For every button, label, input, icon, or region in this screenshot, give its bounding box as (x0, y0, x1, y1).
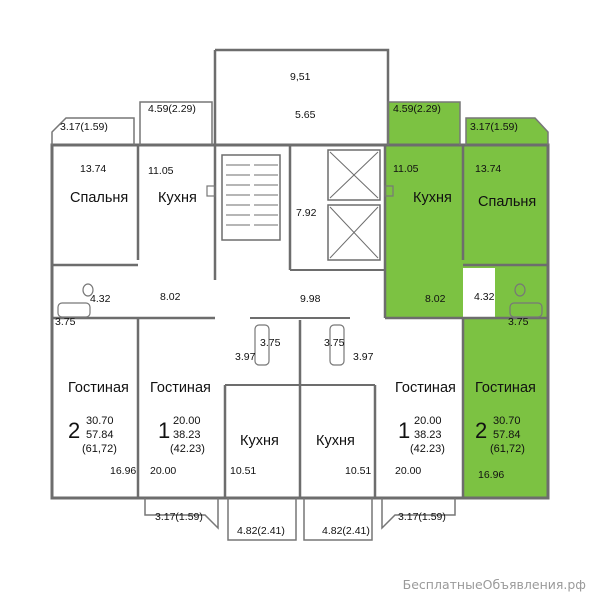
highlight-living (463, 318, 548, 498)
right-loggia-1-area: 4.59(2.29) (393, 103, 441, 115)
apt3-living-area: 20.00 (414, 415, 442, 427)
apt4-total-area: 57.84 (493, 429, 521, 441)
mid-kitchen-right-area: 10.51 (345, 465, 371, 477)
apt3-living-label: Гостиная (395, 380, 456, 396)
highlighted-apartment (385, 102, 548, 498)
apt4-total-with-loggia: (61,72) (490, 443, 525, 455)
bottom-loggia-midleft-area: 4.82(2.41) (237, 525, 285, 537)
apt1-total-with-loggia: (61,72) (82, 443, 117, 455)
mid-bath-left-area: 3.75 (260, 337, 281, 349)
apt4-room-area: 16.96 (478, 469, 504, 481)
apt4-living-area: 30.70 (493, 415, 521, 427)
walls (50, 48, 550, 500)
highlight-bedroom (463, 145, 548, 268)
apt1-living-area: 30.70 (86, 415, 114, 427)
apt2-total-with-loggia: (42.23) (170, 443, 205, 455)
top-hall-area: 5.65 (295, 109, 316, 121)
right-kitchen-area: 11.05 (393, 163, 419, 175)
apt1-total-area: 57.84 (86, 429, 114, 441)
apt1-living-label: Гостиная (68, 380, 129, 396)
watermark: БесплатныеОбъявления.рф (402, 577, 586, 592)
left-kitchen-area: 11.05 (148, 165, 174, 177)
highlight-loggia-2 (466, 118, 548, 145)
apt3-room-count: 1 (398, 418, 410, 443)
mid-hall-right-area: 3.97 (353, 351, 374, 363)
apt1-room-count: 2 (68, 418, 80, 443)
apt4-room-count: 2 (475, 418, 487, 443)
bathroom-fixtures (57, 185, 543, 366)
mid-hall-left-area: 3.97 (235, 351, 256, 363)
apt2-living-area: 20.00 (173, 415, 201, 427)
apt3-total-area: 38.23 (414, 429, 442, 441)
left-bedroom-label: Спальня (70, 190, 128, 206)
left-loggia-1-area: 3.17(1.59) (60, 121, 108, 133)
apt2-room-count: 1 (158, 418, 170, 443)
left-loggia-2-area: 4.59(2.29) (148, 103, 196, 115)
left-hall-a-area: 4.32 (90, 293, 111, 305)
right-hall-a-area: 8.02 (425, 293, 446, 305)
highlight-loggia-1 (388, 102, 460, 145)
top-balcony-area: 9,51 (290, 71, 311, 83)
right-loggia-2-area: 3.17(1.59) (470, 121, 518, 133)
right-bedroom-label: Спальня (478, 194, 536, 210)
left-bedroom-area: 13.74 (80, 163, 106, 175)
mid-kitchen-left-area: 10.51 (230, 465, 256, 477)
loggias (51, 101, 549, 541)
bottom-loggia-right-area: 3.17(1.59) (398, 511, 446, 523)
bottom-loggia-midright-area: 4.82(2.41) (322, 525, 370, 537)
mid-kitchen-right-label: Кухня (316, 433, 355, 449)
elevator-icon (329, 151, 379, 259)
right-hall-b-area: 4.32 (474, 291, 495, 303)
right-kitchen-label: Кухня (413, 190, 452, 206)
apt2-living-label: Гостиная (150, 380, 211, 396)
apt2-total-area: 38.23 (173, 429, 201, 441)
mid-bath-right-area: 3.75 (324, 337, 345, 349)
stair-hall-area: 7.92 (296, 207, 317, 219)
right-bath-area: 3.75 (508, 316, 529, 328)
left-hall-b-area: 8.02 (160, 291, 181, 303)
highlight-bath (495, 268, 548, 318)
apt3-total-with-loggia: (42.23) (410, 443, 445, 455)
left-bath-area: 3.75 (55, 316, 76, 328)
apt2-room-area: 20.00 (150, 465, 176, 477)
right-bedroom-area: 13.74 (475, 163, 501, 175)
apt4-living-label: Гостиная (475, 380, 536, 396)
highlight-kitchen-hall (385, 145, 463, 318)
staircase (226, 164, 278, 226)
corridor-area: 9.98 (300, 293, 321, 305)
apt1-room-area: 16.96 (110, 465, 136, 477)
bottom-loggia-left-area: 3.17(1.59) (155, 511, 203, 523)
mid-kitchen-left-label: Кухня (240, 433, 279, 449)
apt3-room-area: 20.00 (395, 465, 421, 477)
left-kitchen-label: Кухня (158, 190, 197, 206)
